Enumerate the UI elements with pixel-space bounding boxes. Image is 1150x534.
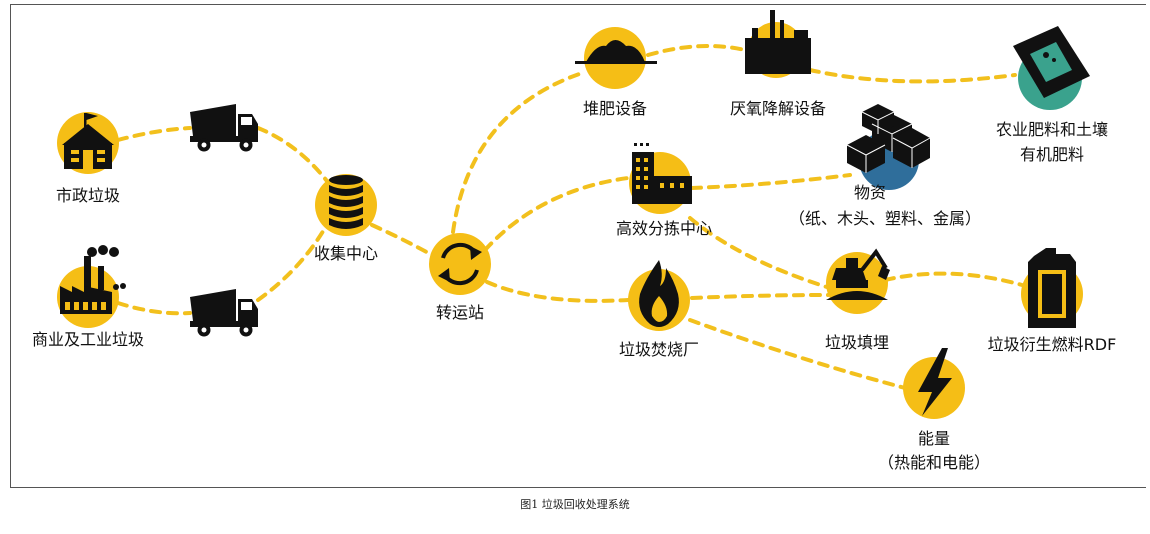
municipal-waste-label: 市政垃圾: [56, 186, 120, 205]
link-transfer-sorting: [483, 176, 630, 252]
industrial-plant-icon: [745, 10, 811, 74]
sorting-center-label: 高效分拣中心: [616, 219, 712, 238]
link-sorting-landfill: [688, 216, 832, 290]
link-collection-transfer: [370, 223, 434, 257]
factory-icon: [60, 245, 126, 314]
link-municipal-truck: [116, 126, 192, 142]
agri-fertilizer-node: 农业肥料和土壤 有机肥料: [996, 26, 1108, 164]
fertilizer-bag-icon: [1013, 26, 1090, 98]
link-commercial-truck: [116, 301, 192, 316]
link-truck-collection: [256, 126, 332, 187]
connections: [116, 44, 1024, 390]
incineration-label: 垃圾焚烧厂: [619, 340, 699, 359]
sorting-facility-icon: [632, 143, 692, 204]
energy-node: 能量 （热能和电能）: [878, 348, 990, 472]
transfer-station-label: 转运站: [436, 303, 484, 322]
link-truck-collection-2: [256, 226, 327, 302]
flame-icon: [639, 260, 679, 327]
collection-center-label: 收集中心: [314, 244, 378, 263]
link-transfer-compost: [451, 70, 587, 234]
compost-pile-icon: [575, 40, 657, 64]
lightning-bolt-icon: [918, 348, 952, 416]
landfill-node: 垃圾填埋: [825, 248, 890, 352]
anaerobic-label: 厌氧降解设备: [730, 99, 826, 118]
link-landfill-rdf: [883, 271, 1024, 287]
link-incinerator-landfill: [690, 293, 830, 300]
materials-label-2: （纸、木头、塑料、金属）: [789, 209, 981, 228]
link-transfer-incinerator: [485, 280, 630, 303]
landfill-label: 垃圾填埋: [825, 333, 889, 352]
commercial-industrial-node: 商业及工业垃圾: [32, 245, 144, 349]
commercial-industrial-label: 商业及工业垃圾: [32, 330, 144, 349]
rdf-label: 垃圾衍生燃料RDF: [988, 335, 1117, 354]
materials-node: 物资 （纸、木头、塑料、金属）: [789, 104, 981, 228]
excavator-icon: [826, 248, 890, 300]
sorting-center-node: 高效分拣中心: [616, 143, 712, 238]
incineration-node: 垃圾焚烧厂: [619, 260, 699, 359]
link-incinerator-energy: [688, 318, 907, 390]
figure-caption: 图1 垃圾回收处理系统: [520, 498, 630, 511]
database-stack-icon: [329, 175, 363, 229]
composting-node: 堆肥设备: [575, 27, 657, 118]
energy-label-2: （热能和电能）: [878, 453, 990, 472]
diagram-frame: [10, 4, 1146, 488]
agri-fertilizer-label-2: 有机肥料: [1020, 145, 1084, 164]
materials-label-1: 物资: [854, 183, 886, 202]
link-anaerobic-agri: [808, 68, 1017, 84]
dump-truck-icon: [190, 104, 258, 152]
collection-center-node: 收集中心: [314, 174, 378, 263]
anaerobic-node: 厌氧降解设备: [730, 10, 826, 118]
composting-label: 堆肥设备: [583, 99, 647, 118]
link-sorting-materials: [690, 173, 852, 190]
link-compost-anaerobic: [646, 44, 747, 57]
municipal-waste-node: 市政垃圾: [56, 112, 120, 205]
energy-label-1: 能量: [918, 429, 950, 448]
fuel-canister-icon: [1028, 248, 1076, 328]
dump-truck-icon-2: [190, 289, 258, 337]
rdf-node: 垃圾衍生燃料RDF: [988, 248, 1117, 354]
transfer-station-node: 转运站: [429, 233, 491, 322]
agri-fertilizer-label-1: 农业肥料和土壤: [996, 120, 1108, 139]
